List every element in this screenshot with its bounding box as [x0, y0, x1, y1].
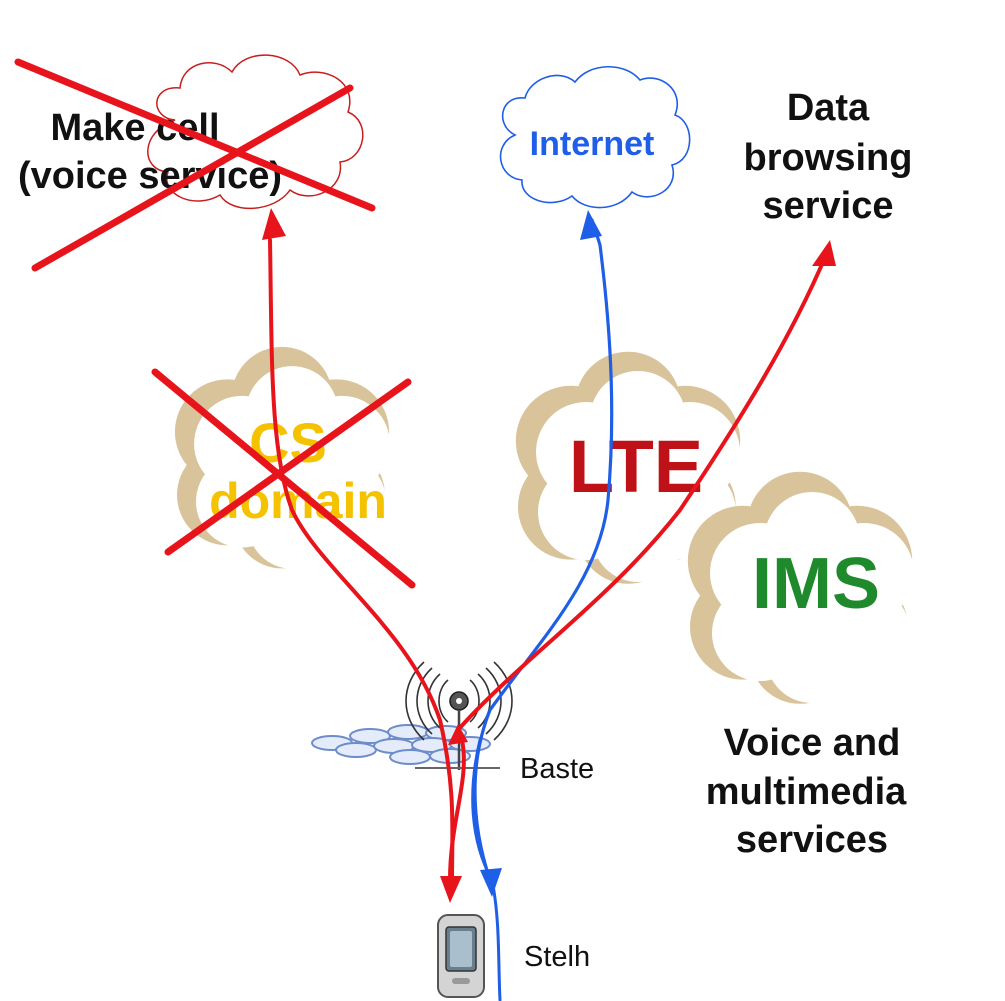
- ims-label: IMS: [752, 544, 880, 624]
- handset-label: Stelh: [524, 941, 590, 973]
- data-browsing-label-line3: service: [762, 185, 893, 227]
- cell-tower-icon: [405, 661, 513, 770]
- base-station-label: Baste: [520, 753, 594, 785]
- arrow-up-internet: [580, 210, 602, 240]
- arrow-heads: [262, 208, 836, 903]
- base-station: [311, 661, 513, 770]
- voice-multimedia-label-line3: services: [736, 819, 888, 861]
- arrow-down-phone-blue: [480, 868, 502, 897]
- mobile-phone-icon: [437, 914, 485, 998]
- red-path-to-phone: [448, 738, 466, 882]
- red-path-to-data-browsing: [456, 253, 828, 732]
- signal-paths: [268, 218, 828, 1001]
- lte-label: LTE: [569, 425, 703, 508]
- arrow-up-voice-network: [262, 208, 286, 240]
- voice-network-cross: [14, 58, 376, 272]
- data-browsing-label-line2: browsing: [744, 137, 913, 179]
- internet-cloud: [499, 65, 691, 209]
- arrow-up-base-station: [448, 724, 468, 745]
- arrow-down-phone-red: [440, 876, 462, 903]
- arrow-up-data-browsing: [812, 240, 836, 266]
- voice-multimedia-label-line1: Voice and: [724, 722, 901, 764]
- voice-network-label-line2: (voice service): [18, 155, 282, 197]
- internet-label: Internet: [530, 125, 655, 163]
- voice-multimedia-label-line2: multimedia: [706, 771, 907, 813]
- red-path-to-voice-network: [268, 238, 455, 882]
- data-browsing-label-line1: Data: [787, 87, 870, 129]
